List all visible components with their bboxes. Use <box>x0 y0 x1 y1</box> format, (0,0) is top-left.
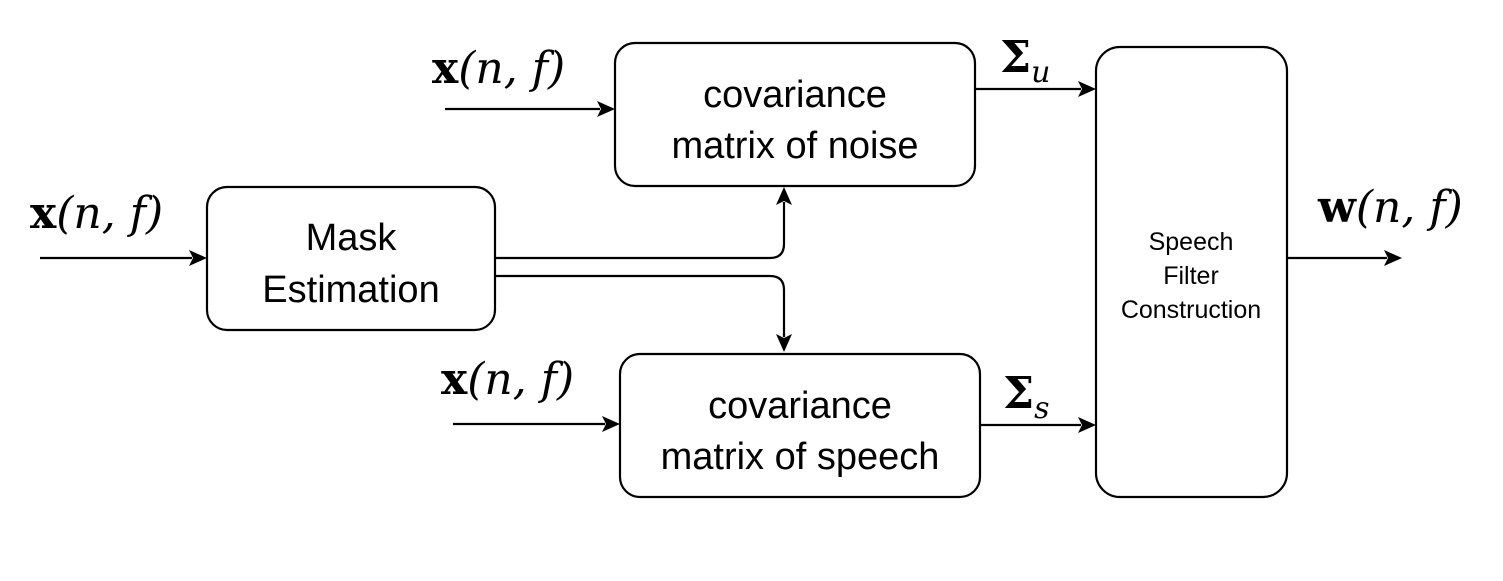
arrow-input-to-speech-covariance <box>453 416 620 432</box>
speech-filter-construction-box <box>1094 45 1289 499</box>
output-filter-label: w(n, f) <box>1317 182 1463 233</box>
speech-filter-label-line1: Speech <box>1149 228 1234 256</box>
input-signal-label-speech: x(n, f) <box>441 354 574 405</box>
noise-covariance-label-line2: matrix of noise <box>671 125 918 167</box>
mask-estimation-block: Mask Estimation <box>205 185 497 332</box>
sigma-s-label: Σs <box>1003 368 1050 426</box>
arrow-filter-to-output <box>1287 250 1402 266</box>
input-signal-label-noise: x(n, f) <box>432 43 565 94</box>
arrow-input-to-mask <box>40 250 207 266</box>
speech-covariance-label-line1: covariance <box>708 385 892 427</box>
noise-covariance-box <box>613 41 977 188</box>
speech-covariance-label-line2: matrix of speech <box>661 436 940 478</box>
arrow-mask-to-speech-covariance <box>495 274 792 352</box>
mask-estimation-label-line1: Mask <box>306 217 398 259</box>
input-signal-label-mask: x(n, f) <box>30 188 163 239</box>
mask-estimation-label-line2: Estimation <box>262 269 439 311</box>
speech-covariance-block: covariance matrix of speech <box>618 352 982 499</box>
noise-covariance-block: covariance matrix of noise <box>613 41 977 188</box>
speech-filter-label-line3: Construction <box>1121 296 1261 324</box>
arrow-input-to-noise-covariance <box>445 101 615 117</box>
arrow-mask-to-noise-covariance <box>495 187 792 260</box>
sigma-u-label: Σu <box>1000 32 1050 90</box>
speech-filter-label-line2: Filter <box>1163 262 1219 290</box>
arrow-noise-covariance-to-filter <box>975 81 1096 97</box>
arrow-speech-covariance-to-filter <box>980 417 1096 433</box>
speech-filter-construction-block: Speech Filter Construction <box>1094 45 1289 499</box>
noise-covariance-label-line1: covariance <box>703 74 887 116</box>
